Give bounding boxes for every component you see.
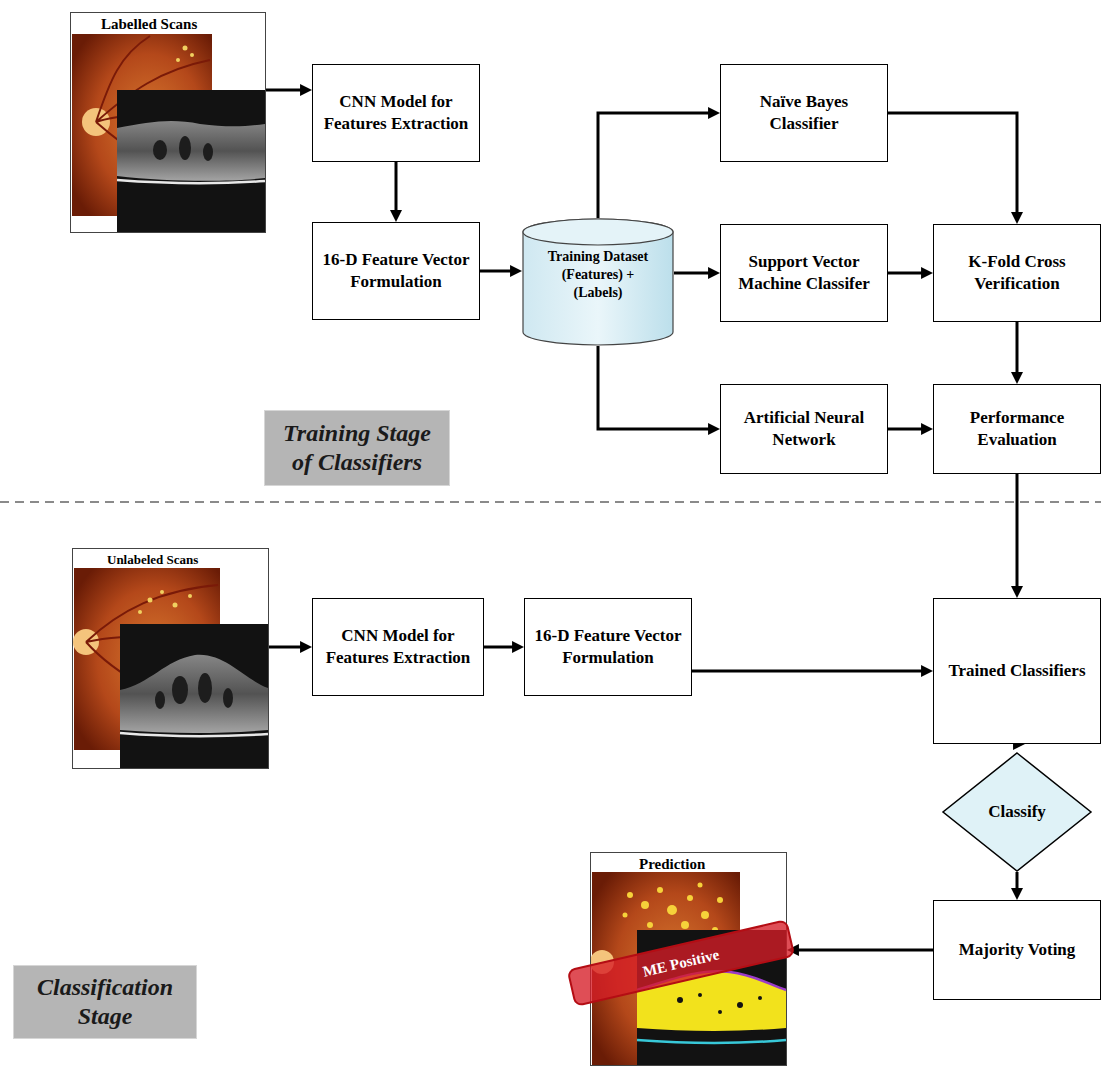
node-text: Performance Evaluation xyxy=(934,401,1100,457)
image-heading: Labelled Scans xyxy=(101,16,197,33)
node-text: Classify xyxy=(986,800,1048,824)
process-box: K-Fold Cross Verification xyxy=(933,224,1101,322)
flow-arrow xyxy=(692,670,925,673)
flow-arrow xyxy=(480,270,514,273)
flow-arrow xyxy=(1016,872,1019,892)
node-text: Naïve Bayes Classifier xyxy=(721,85,887,141)
result-label: ME Positive xyxy=(641,946,721,980)
node-text: Support Vector Machine Classifer xyxy=(721,245,887,301)
flow-arrow xyxy=(266,89,304,92)
node-text: 16-D Feature Vector Formulation xyxy=(313,243,479,299)
flow-arrow xyxy=(1016,322,1019,376)
flow-arrow xyxy=(888,113,1017,216)
process-box: Trained Classifiers xyxy=(933,598,1101,744)
flow-arrow xyxy=(674,272,712,275)
scan-image-box: Labelled Scans xyxy=(70,12,266,233)
process-box: CNN Model for Features Extraction xyxy=(312,598,484,696)
node-text: K-Fold Cross Verification xyxy=(934,245,1100,301)
process-box: 16-D Feature Vector Formulation xyxy=(524,598,692,696)
flow-arrow xyxy=(1016,474,1019,590)
process-box: Majority Voting xyxy=(933,900,1101,1000)
process-box: CNN Model for Features Extraction xyxy=(312,64,480,162)
stage-band: Training Stage of Classifiers xyxy=(264,410,450,486)
node-text: Trained Classifiers xyxy=(940,654,1093,688)
flow-arrow xyxy=(598,346,712,429)
image-heading: Unlabeled Scans xyxy=(107,552,198,568)
flow-arrow xyxy=(888,272,925,275)
flow-arrow xyxy=(888,428,925,431)
image-heading: Prediction xyxy=(639,856,705,873)
node-text: Majority Voting xyxy=(951,933,1084,967)
flow-arrow xyxy=(484,646,516,649)
flow-arrow xyxy=(395,162,398,214)
node-text: Classification Stage xyxy=(14,969,196,1035)
flow-arrow xyxy=(598,113,712,218)
node-text: 16-D Feature Vector Formulation xyxy=(525,619,691,675)
process-box: Performance Evaluation xyxy=(933,384,1101,474)
decision-diamond: Classify xyxy=(942,752,1092,872)
node-text: Training Dataset (Features) + (Labels) xyxy=(532,248,664,303)
database-cylinder: Training Dataset (Features) + (Labels) xyxy=(522,218,674,346)
process-box: Support Vector Machine Classifer xyxy=(720,224,888,322)
flow-arrow xyxy=(269,646,304,649)
scan-image-box: Unlabeled Scans xyxy=(72,548,269,769)
process-box: Naïve Bayes Classifier xyxy=(720,64,888,162)
node-text: CNN Model for Features Extraction xyxy=(313,619,483,675)
process-box: 16-D Feature Vector Formulation xyxy=(312,222,480,320)
flow-arrow xyxy=(795,949,933,952)
process-box: Artificial Neural Network xyxy=(720,384,888,474)
node-text: Training Stage of Classifiers xyxy=(265,415,449,481)
node-text: Artificial Neural Network xyxy=(721,401,887,457)
node-text: CNN Model for Features Extraction xyxy=(313,85,479,141)
stage-band: Classification Stage xyxy=(13,965,197,1039)
